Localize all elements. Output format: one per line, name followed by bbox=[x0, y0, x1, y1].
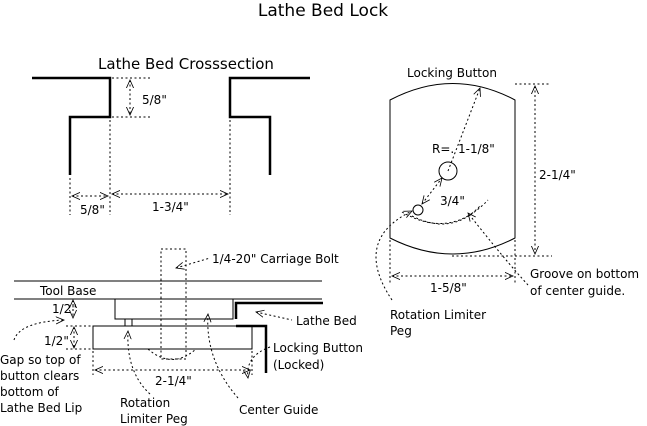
button-width-label: 2-1/4" bbox=[155, 374, 192, 388]
locking-button-outline bbox=[389, 83, 516, 255]
button-width-label: 1-5/8" bbox=[430, 281, 467, 295]
groove-leader bbox=[468, 213, 529, 286]
diagram-title: Lathe Bed Lock bbox=[258, 1, 388, 21]
radius-label: R=. 1-1/8" bbox=[432, 142, 495, 156]
peg-label-line2: Peg bbox=[390, 324, 412, 338]
locking-button-view: Locking Button R=. 1-1/8" 3/4" 2-1/4" 1-… bbox=[375, 66, 639, 338]
gap-width-label: 1-3/4" bbox=[152, 200, 189, 214]
assembly-view: 1/4-20" Carriage Bolt Tool Base Lathe Be… bbox=[0, 248, 363, 426]
tool-base-label: Tool Base bbox=[39, 284, 96, 298]
peg-leader bbox=[128, 331, 151, 395]
tool-gap-label: 1/2" bbox=[52, 302, 77, 316]
left-rail-profile bbox=[32, 76, 112, 175]
peg-label-line2: Limiter Peg bbox=[120, 412, 188, 426]
crosssection-title: Lathe Bed Crosssection bbox=[98, 55, 274, 73]
bolt-head-recess bbox=[147, 348, 197, 360]
crosssection-view: Lathe Bed Crosssection 5/8" 5/8" 1-3/4" bbox=[32, 55, 310, 217]
bolt-leader bbox=[176, 257, 211, 268]
button-height-label: 2-1/4" bbox=[539, 168, 576, 182]
groove-label-line1: Groove on bottom bbox=[530, 267, 639, 281]
gap-note-leader bbox=[13, 320, 64, 341]
peg-leader bbox=[375, 210, 412, 301]
peg-label-line1: Rotation bbox=[120, 396, 170, 410]
lip-height-label: 5/8" bbox=[142, 93, 167, 107]
wall-width-label: 5/8" bbox=[80, 203, 105, 217]
carriage-bolt bbox=[160, 248, 187, 360]
right-rail-profile bbox=[228, 76, 310, 175]
gap-note-line1: Gap so top of bbox=[0, 353, 81, 367]
bolt-label: 1/4-20" Carriage Bolt bbox=[212, 252, 339, 266]
peg-label-line1: Rotation Limiter bbox=[390, 308, 486, 322]
locking-button-label-line1: Locking Button bbox=[273, 341, 363, 355]
locking-button-title: Locking Button bbox=[407, 66, 497, 80]
peg-offset-dimension bbox=[422, 178, 442, 204]
gap-note-line2: button clears bbox=[0, 369, 79, 383]
radius-dimension bbox=[447, 88, 480, 172]
center-guide-label: Center Guide bbox=[239, 403, 318, 417]
groove-label-line2: of center guide. bbox=[530, 284, 625, 298]
rotation-limiter-peg bbox=[124, 318, 133, 327]
center-guide-leader bbox=[208, 314, 239, 399]
peg-offset-label: 3/4" bbox=[440, 194, 465, 208]
gap-note-line4: Lathe Bed Lip bbox=[0, 401, 82, 415]
lathe-bed-top bbox=[234, 301, 323, 319]
lathe-bed-label: Lathe Bed bbox=[296, 314, 357, 328]
center-guide bbox=[114, 298, 234, 320]
button-thickness-label: 1/2" bbox=[44, 334, 69, 348]
bolt-hole bbox=[438, 161, 458, 181]
rotation-limiter-peg bbox=[412, 204, 424, 216]
locking-button bbox=[92, 325, 253, 350]
lathe-bed-leader bbox=[256, 312, 293, 321]
locking-button-label-line2: (Locked) bbox=[273, 358, 324, 372]
gap-note-line3: bottom of bbox=[0, 385, 60, 399]
